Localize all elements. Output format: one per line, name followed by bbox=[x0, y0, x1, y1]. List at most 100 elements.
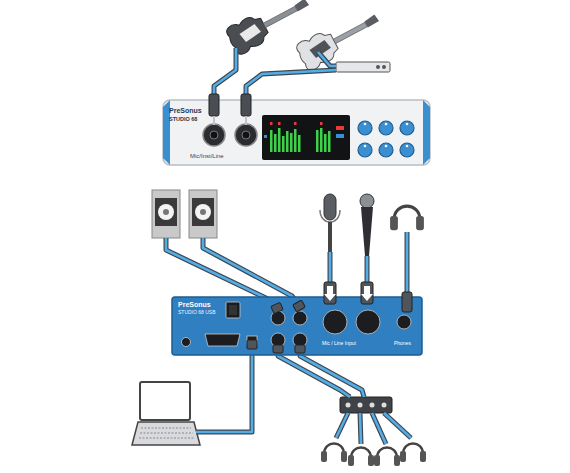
port-label: Mic / Line Input bbox=[322, 341, 356, 346]
cable bbox=[246, 70, 336, 96]
dynamic-mic bbox=[360, 194, 374, 256]
headphones bbox=[374, 448, 400, 467]
front-panel bbox=[364, 123, 367, 126]
cable bbox=[214, 48, 236, 96]
arrow-mark bbox=[324, 286, 336, 301]
cable bbox=[360, 413, 361, 444]
front-panel bbox=[203, 124, 225, 146]
effects-unit bbox=[336, 62, 390, 72]
rear-panel bbox=[271, 310, 411, 347]
brand-name: PreSonus bbox=[169, 107, 202, 114]
level-meter bbox=[264, 122, 344, 152]
cable bbox=[336, 413, 348, 438]
headphone-amp bbox=[382, 403, 387, 408]
cable bbox=[196, 348, 252, 432]
input-label: Mic/Inst/Line bbox=[190, 153, 224, 159]
guitar bbox=[364, 14, 379, 28]
front-panel bbox=[423, 100, 430, 165]
laptop bbox=[132, 422, 200, 445]
jack-plug bbox=[271, 302, 283, 313]
headphones bbox=[390, 206, 424, 230]
dynamic-mic bbox=[360, 194, 374, 208]
headphone-amp bbox=[340, 397, 392, 413]
front-panel bbox=[242, 131, 250, 139]
guitar bbox=[294, 28, 342, 73]
level-meter bbox=[278, 122, 281, 125]
knob bbox=[379, 121, 393, 135]
cable bbox=[214, 48, 236, 96]
level-meter bbox=[282, 136, 285, 152]
rear-panel bbox=[271, 311, 285, 325]
knob bbox=[379, 143, 393, 157]
level-meter bbox=[298, 135, 301, 152]
rear-panel bbox=[226, 302, 240, 318]
cable bbox=[384, 413, 411, 438]
plug bbox=[402, 292, 412, 312]
effects-unit bbox=[382, 65, 386, 69]
knob bbox=[400, 121, 414, 135]
arrow-mark bbox=[324, 286, 373, 301]
rear-panel bbox=[293, 311, 307, 325]
headphone-amp bbox=[370, 403, 375, 408]
jack-plug bbox=[295, 345, 305, 353]
front-panel-unit: PreSonusSTUDIO 68Mic/Inst/Line bbox=[163, 100, 430, 165]
front-panel bbox=[364, 145, 367, 148]
level-meter bbox=[336, 126, 344, 130]
front-panel bbox=[406, 123, 409, 126]
cable bbox=[360, 413, 361, 444]
guitar bbox=[263, 6, 297, 27]
rear-panel bbox=[172, 297, 422, 355]
effects-unit bbox=[376, 65, 380, 69]
front-panel bbox=[385, 145, 388, 148]
level-meter bbox=[286, 131, 289, 152]
illustration bbox=[213, 116, 215, 125]
effects-unit bbox=[336, 62, 390, 72]
cable bbox=[246, 70, 336, 96]
headphones bbox=[321, 444, 347, 463]
cable bbox=[372, 413, 386, 444]
guitar bbox=[239, 23, 262, 43]
illustration bbox=[214, 116, 246, 125]
level-meter bbox=[294, 122, 297, 125]
plug bbox=[247, 340, 257, 349]
front-panel bbox=[210, 131, 218, 139]
condenser-mic bbox=[320, 210, 340, 222]
guitar bbox=[224, 12, 272, 57]
headphones bbox=[400, 444, 426, 463]
front-panel bbox=[406, 145, 409, 148]
condenser-mic bbox=[324, 194, 336, 220]
rear-panel bbox=[323, 310, 347, 334]
headphone-amp bbox=[346, 403, 351, 408]
rear-panel bbox=[229, 305, 237, 315]
cable bbox=[318, 52, 336, 66]
dynamic-mic bbox=[361, 207, 373, 256]
cable bbox=[318, 52, 336, 66]
illustration bbox=[245, 116, 247, 125]
front-panel bbox=[163, 100, 170, 165]
cable bbox=[336, 413, 348, 438]
headphones bbox=[390, 206, 424, 230]
speaker bbox=[155, 198, 177, 226]
knob bbox=[358, 121, 372, 135]
port-label: Phones bbox=[394, 341, 411, 346]
plug bbox=[247, 282, 412, 349]
level-meter bbox=[274, 134, 277, 152]
level-meter bbox=[294, 129, 297, 152]
rear-panel bbox=[172, 297, 422, 355]
rear-panel bbox=[205, 334, 240, 346]
guitar bbox=[294, 0, 309, 12]
jack-plug bbox=[209, 94, 219, 116]
rear-panel bbox=[356, 310, 380, 334]
laptop bbox=[132, 382, 200, 445]
front-panel bbox=[262, 115, 350, 160]
rear-panel bbox=[182, 338, 191, 347]
level-meter bbox=[278, 128, 281, 152]
front-panel bbox=[163, 100, 430, 165]
speaker bbox=[195, 204, 211, 220]
speaker bbox=[189, 190, 217, 238]
headphones bbox=[348, 448, 374, 467]
level-meter bbox=[270, 130, 273, 152]
plug bbox=[324, 282, 336, 304]
